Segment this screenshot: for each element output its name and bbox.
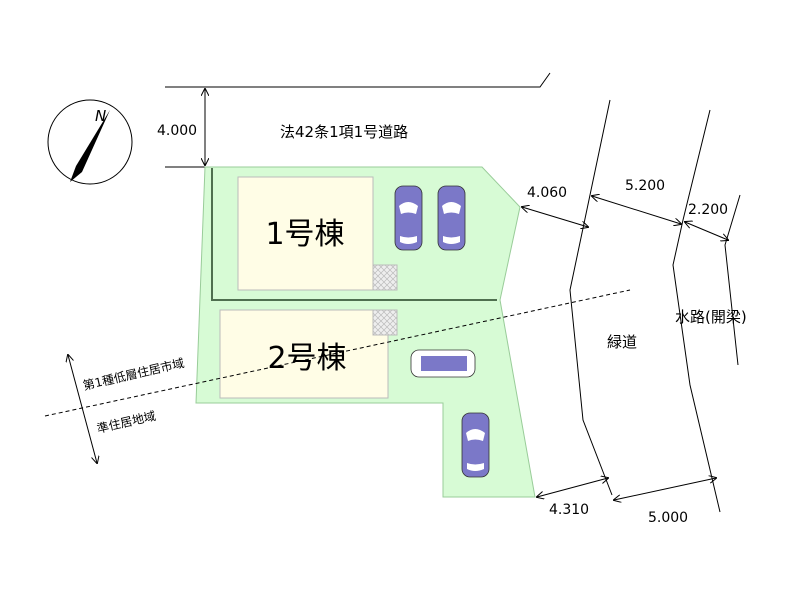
hatched-area-1 [372, 264, 398, 291]
waterway-far-line [724, 194, 741, 366]
drawing-shape [421, 356, 467, 371]
dimension-line [614, 478, 716, 500]
greenway-label: 緑道 [607, 333, 637, 351]
compass-icon: N [47, 99, 133, 185]
dimension-4060: 4.060 [527, 185, 567, 201]
waterway-label: 水路(開梁) [675, 308, 747, 326]
dimension-line [522, 207, 588, 227]
zone-upper-label: 第1種低層住居市域 [81, 355, 185, 393]
lot-divider-line [211, 168, 497, 301]
dimension-line [685, 222, 728, 240]
dimension-line [537, 478, 608, 497]
greenway-edge-line [569, 99, 613, 496]
road-width-label: 4.000 [157, 123, 197, 139]
dimension-5200: 5.200 [625, 178, 665, 194]
zone-lower-label: 準住居地域 [95, 408, 157, 436]
drawing-shape [47, 99, 133, 185]
road-label: 法42条1項1号道路 [280, 123, 408, 141]
compass-north-label: N [95, 107, 106, 125]
car-icon [437, 185, 466, 251]
car-icon [394, 185, 423, 251]
zone-arrow [68, 355, 97, 463]
car-icon [410, 349, 476, 378]
drawing-shape [70, 110, 110, 182]
hatched-area-2 [372, 309, 398, 336]
dimension-line [592, 196, 681, 224]
car-icon [461, 412, 490, 478]
building-2 [219, 309, 389, 399]
dimension-5000: 5.000 [648, 510, 688, 526]
building-1-label: 1号棟 [265, 217, 344, 252]
road-edge-line [165, 72, 551, 88]
waterway-edge-line [672, 109, 721, 513]
dimension-2200: 2.200 [688, 202, 728, 218]
building-1 [237, 176, 374, 291]
zone-boundary-line [44, 289, 631, 417]
building-2-label: 2号棟 [267, 341, 346, 376]
dimension-4310: 4.310 [549, 502, 589, 518]
